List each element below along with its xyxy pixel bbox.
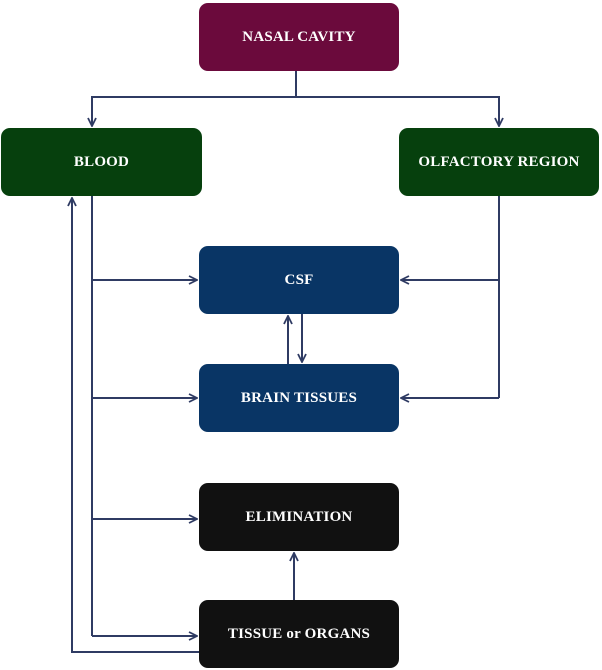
tissue-or-organs-label: TISSUE or ORGANS bbox=[227, 625, 371, 642]
brain-tissues-label: BRAIN TISSUES bbox=[240, 389, 358, 406]
blood-node: BLOOD bbox=[1, 128, 202, 196]
edge-nasal-to-olfactory bbox=[296, 96, 499, 126]
elimination-node: ELIMINATION bbox=[199, 483, 399, 551]
elimination-label: ELIMINATION bbox=[245, 508, 353, 525]
brain-tissues-node: BRAIN TISSUES bbox=[199, 364, 399, 432]
olfactory-region-label: OLFACTORY REGION bbox=[418, 153, 580, 170]
nasal-cavity-node: NASAL CAVITY bbox=[199, 3, 399, 71]
csf-label: CSF bbox=[284, 271, 314, 288]
blood-label: BLOOD bbox=[73, 153, 130, 170]
edge-nasal-to-blood bbox=[92, 71, 297, 126]
olfactory-region-node: OLFACTORY REGION bbox=[399, 128, 599, 196]
nasal-cavity-label: NASAL CAVITY bbox=[242, 28, 356, 45]
edge-tissue-to-blood bbox=[72, 198, 199, 653]
tissue-or-organs-node: TISSUE or ORGANS bbox=[199, 600, 399, 668]
csf-node: CSF bbox=[199, 246, 399, 314]
